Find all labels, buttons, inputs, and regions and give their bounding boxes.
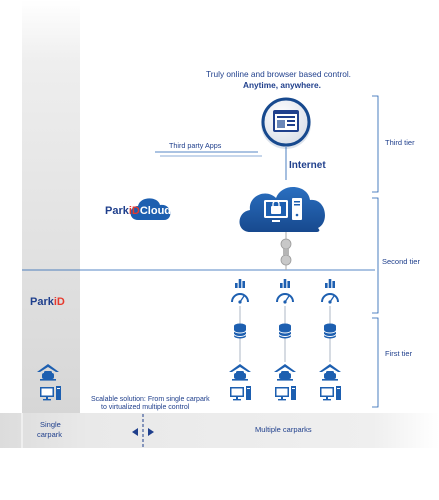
first-tier-label: First tier [385, 349, 413, 358]
car-house-icon [274, 364, 296, 381]
bar-chart-icon [235, 279, 245, 288]
gauge-icon [321, 293, 339, 304]
cloud-brand-i: iD [128, 205, 140, 217]
computer-icon [320, 386, 341, 401]
gauge-icon [231, 293, 249, 304]
computer-icon [40, 386, 61, 401]
scalable-line1: Scalable solution: From single carpark [91, 396, 210, 403]
car-house-icon [319, 364, 341, 381]
database-icon [323, 323, 337, 339]
database-icon [278, 323, 292, 339]
single-carpark-icons [37, 364, 61, 401]
single-carpark-line2: carpark [37, 430, 63, 439]
parkid-brand: ParkiD [30, 296, 65, 308]
headline-line1: Truly online and browser based control. [206, 69, 351, 79]
bar-chart-icon [280, 279, 290, 288]
gauge-icon [276, 293, 294, 304]
headline-line2: Anytime, anywhere. [243, 80, 321, 90]
cloud-brand-suffix: Cloud [139, 205, 172, 217]
third-tier-label: Third tier [385, 138, 415, 147]
left-right-arrow-icon [132, 428, 154, 436]
parkid-brand-i: iD [53, 296, 65, 308]
carpark-column [229, 279, 251, 401]
cloud-brand-prefix: Park [105, 205, 129, 217]
computer-icon [230, 386, 251, 401]
parkid-cloud-brand: ParkiDCloud [105, 205, 171, 217]
scalable-line2: to virtualized multiple control [101, 404, 190, 411]
tier-brackets [372, 95, 379, 408]
internet-label: Internet [289, 160, 326, 171]
cloud-server-icon [239, 186, 325, 232]
carpark-column [274, 279, 296, 401]
second-tier-label: Second tier [382, 257, 420, 266]
car-house-icon [229, 364, 251, 381]
computer-icon [275, 386, 296, 401]
third-party-label: Third party Apps [169, 141, 222, 150]
carpark-band [0, 413, 439, 448]
single-carpark-column [22, 0, 80, 418]
database-icon [233, 323, 247, 339]
globe-icon [261, 97, 311, 149]
multiple-carparks-label: Multiple carparks [255, 425, 312, 434]
single-carpark-line1: Single [40, 420, 61, 429]
parkid-cloud-logo [130, 198, 171, 220]
bar-chart-icon [325, 279, 335, 288]
parkid-brand-prefix: Park [30, 296, 54, 308]
car-house-icon [37, 364, 59, 381]
connector-icon [280, 232, 292, 270]
carpark-column [319, 279, 341, 401]
